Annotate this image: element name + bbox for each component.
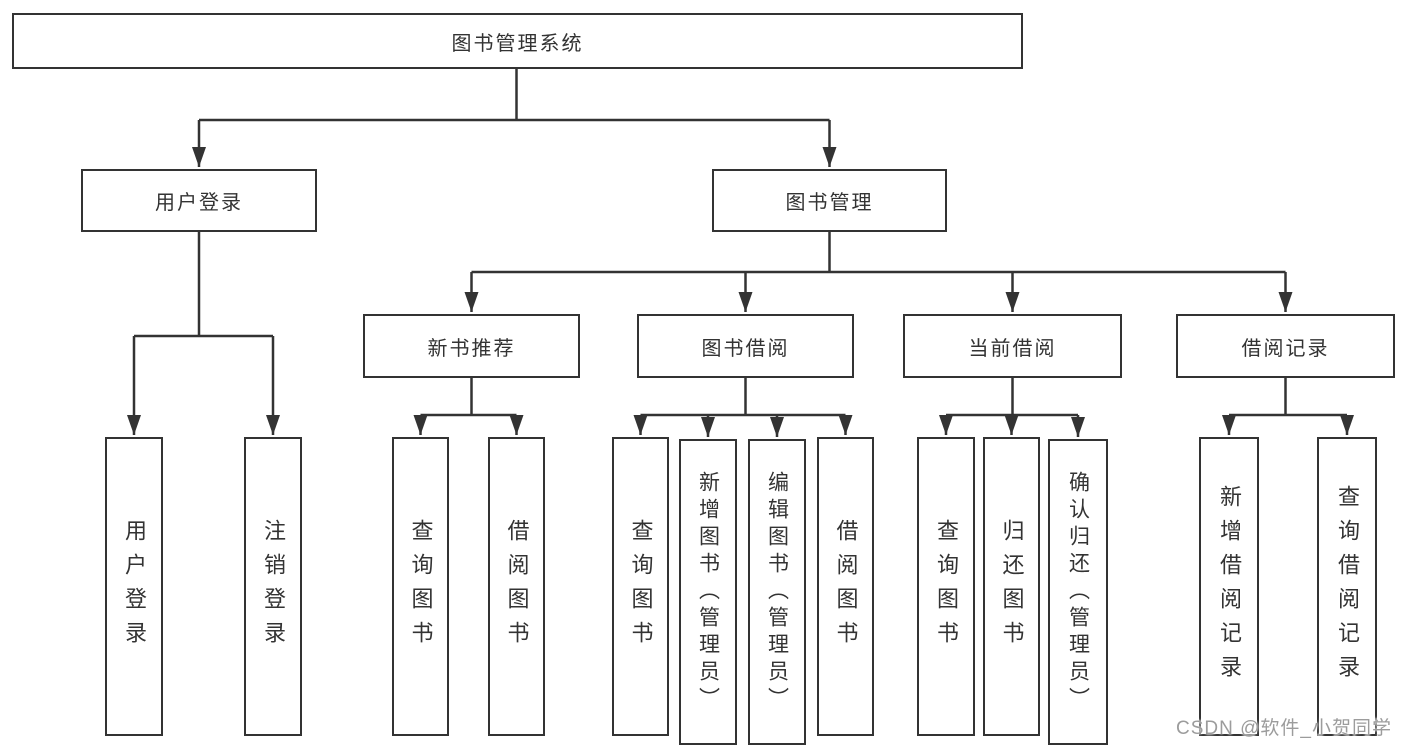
node-current-borrow: 当前借阅: [903, 314, 1122, 378]
leaf-query-books-recommend: 查询图书: [392, 437, 449, 736]
leaf-label: 归还图书: [999, 518, 1025, 655]
leaf-user-login: 用户登录: [105, 437, 163, 736]
leaf-label: 确认归还（管理员）: [1066, 470, 1090, 714]
leaf-label: 编辑图书（管理员）: [765, 470, 789, 714]
leaf-borrow-books-recommend: 借阅图书: [488, 437, 545, 736]
node-new-book-recommend: 新书推荐: [363, 314, 580, 378]
node-book-management: 图书管理: [712, 169, 947, 232]
leaf-logout: 注销登录: [244, 437, 302, 736]
leaf-label: 新增借阅记录: [1217, 484, 1242, 689]
node-label: 用户登录: [155, 192, 243, 214]
leaf-label: 查询借阅记录: [1335, 484, 1360, 689]
node-label: 新书推荐: [427, 337, 516, 360]
leaf-label: 借阅图书: [833, 518, 859, 655]
leaf-label: 查询图书: [934, 518, 959, 655]
edge-recommend-rail: [420, 378, 517, 417]
node-label: 图书管理系统: [451, 32, 584, 55]
leaf-confirm-return-admin: 确认归还（管理员）: [1048, 439, 1108, 745]
leaf-edit-book-admin: 编辑图书（管理员）: [748, 439, 806, 745]
leaf-return-book: 归还图书: [983, 437, 1040, 736]
edge-book-management-rail: [471, 232, 1286, 274]
node-user-login: 用户登录: [81, 169, 317, 232]
edge-user-login-rail: [134, 232, 273, 338]
leaf-label: 用户登录: [122, 518, 147, 655]
node-book-borrow: 图书借阅: [637, 314, 854, 378]
node-label: 图书管理: [785, 192, 874, 214]
leaf-label: 查询图书: [408, 518, 434, 655]
edge-borrow-rail: [640, 378, 846, 417]
csdn-watermark: CSDN @软件_小贺同学: [1176, 718, 1392, 739]
edge-records-rail: [1229, 378, 1347, 417]
node-label: 借阅记录: [1241, 337, 1330, 360]
edge-root-rail: [199, 69, 830, 122]
leaf-query-borrow-record: 查询借阅记录: [1317, 437, 1377, 736]
leaf-label: 新增图书（管理员）: [696, 470, 720, 714]
edge-current-rail: [946, 378, 1078, 417]
leaf-label: 注销登录: [261, 518, 286, 655]
leaf-query-books-current: 查询图书: [917, 437, 975, 736]
leaf-add-borrow-record: 新增借阅记录: [1199, 437, 1259, 736]
leaf-label: 借阅图书: [504, 518, 530, 655]
leaf-query-books-borrow: 查询图书: [612, 437, 669, 736]
node-label: 图书借阅: [701, 337, 790, 360]
leaf-label: 查询图书: [628, 518, 654, 655]
node-borrow-records: 借阅记录: [1176, 314, 1395, 378]
node-label: 当前借阅: [968, 337, 1057, 360]
leaf-add-book-admin: 新增图书（管理员）: [679, 439, 737, 745]
node-library-management-system: 图书管理系统: [12, 13, 1023, 69]
leaf-borrow-books-borrow: 借阅图书: [817, 437, 874, 736]
